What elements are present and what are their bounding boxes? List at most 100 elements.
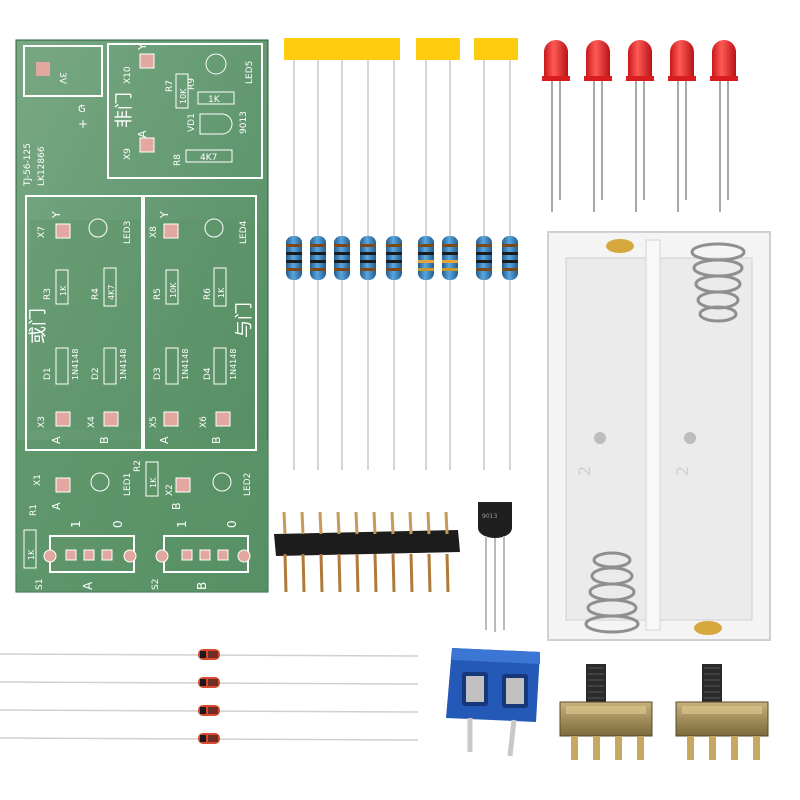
resistor [360,60,376,470]
pcb-r1-value: 1K [27,549,36,560]
pcb-b-or-label: B [98,436,111,444]
pcb-y-top-label: Y [136,43,149,51]
pcb-model-line2: LK12866 [37,146,47,186]
glass-diode [0,705,419,716]
pcb-x2-label: X2 [165,484,175,496]
pcb-y-and-label: Y [158,211,171,219]
resistor [386,60,402,470]
pcb-led3-label: LED3 [123,221,133,244]
pcb-led1-label: LED1 [123,473,133,496]
slide-switch-group [559,664,769,760]
pcb-r6-value: 1K [217,287,226,298]
pcb-bottom-b-label: B [195,582,209,590]
tape-strip-3 [474,38,518,60]
header-pin [318,511,324,593]
pcb-r3-value: 1K [59,285,68,296]
pcb-s1-label: S1 [35,579,45,590]
holder-mark-right: 2 [673,466,692,476]
pcb-r7-value: 10K [179,88,188,104]
led-group [542,40,738,212]
pcb-a-and-label: A [158,436,171,444]
tape-strip-1 [284,38,400,60]
resistor [442,60,458,470]
pcb-d4-model: 1N4148 [229,349,238,380]
pcb-d2-label: D2 [91,367,101,380]
pcb-r9-label: R9 [187,78,197,90]
spring-bottom [584,551,640,634]
pcb-r5-value: 10K [169,282,178,298]
resistor [310,60,326,470]
slide-switch [675,664,769,760]
header-pin [444,511,450,593]
red-led [542,40,570,212]
red-led [584,40,612,212]
pcb-r8-value: 4K7 [200,153,217,163]
pcb-led2-label: LED2 [243,473,253,496]
pcb-d1-label: D1 [43,367,53,380]
screw-terminal [446,648,540,757]
pcb-r4-label: R4 [91,288,101,300]
pcb-d3-label: D3 [153,367,163,380]
red-led [668,40,696,212]
resistor [286,60,302,470]
pcb-x8-label: X8 [149,226,159,238]
pcb-r7-label: R7 [165,80,175,92]
pcb-x5-label: X5 [149,416,159,428]
pcb-s2-label: S2 [151,579,161,590]
pcb-x10-label: X10 [123,66,133,84]
pcb-zero-right: 0 [225,520,239,528]
pcb-r6-label: R6 [203,288,213,300]
pcb-x7-label: X7 [37,226,47,238]
pcb-b-input-label: B [170,502,183,510]
header-pin [336,511,342,593]
pcb-zero-left: 0 [111,520,125,528]
glass-diode [0,677,419,688]
pcb-d1-model: 1N4148 [71,349,80,380]
pcb-r4-value: 4K7 [107,285,116,300]
pcb-d4-label: D4 [203,367,213,380]
pcb-plus-label: + [78,117,88,131]
pcb-led4-label: LED4 [239,220,249,244]
header-pin [282,511,288,593]
battery-holder: 2 2 [547,231,771,641]
pcb-9013-label: 9013 [239,111,249,134]
pcb-one-left: 1 [69,520,83,528]
pin-header [274,511,460,593]
resistor [502,60,518,470]
pcb-r5-label: R5 [153,288,163,300]
pcb-or-gate-label: 或门 [28,308,49,344]
header-pin [390,511,396,593]
pcb-minus-label: - [75,104,89,108]
red-led [626,40,654,212]
pcb-x9-label: X9 [123,148,133,160]
header-pin [372,511,378,593]
pcb-a-input-label: A [50,502,63,510]
transistor: 9013 [478,502,512,632]
glass-diode [0,649,419,660]
pcb-x4-label: X4 [87,416,97,428]
pcb-one-right: 1 [175,520,189,528]
transistor-marking: 9013 [482,513,497,520]
pcb-bottom-a-label: A [81,581,95,590]
header-pin [426,511,432,593]
header-pin [354,511,360,593]
resistor [476,60,492,470]
pcb-r1-label: R1 [29,504,39,516]
glass-diode [0,733,419,744]
resistor-strip [284,38,518,470]
tape-strip-2 [416,38,460,60]
pcb-r2-label: R2 [133,460,143,472]
pcb-r3-label: R3 [43,288,53,300]
pcb-3v-label: 3V [57,72,67,85]
header-pin [408,511,414,593]
pcb-led5-label: LED5 [245,61,255,84]
pcb-not-gate-label: 非门 [114,92,135,128]
contact-top [606,239,634,253]
pcb-x6-label: X6 [199,416,209,428]
pcb-d3-model: 1N4148 [181,349,190,380]
pcb-a-or-label: A [50,436,63,444]
holder-mark-left: 2 [575,466,594,476]
pcb-model-line1: TJ-56-125 [23,143,33,187]
spring-top [690,242,746,323]
pcb-a-top-label: A [136,130,149,138]
